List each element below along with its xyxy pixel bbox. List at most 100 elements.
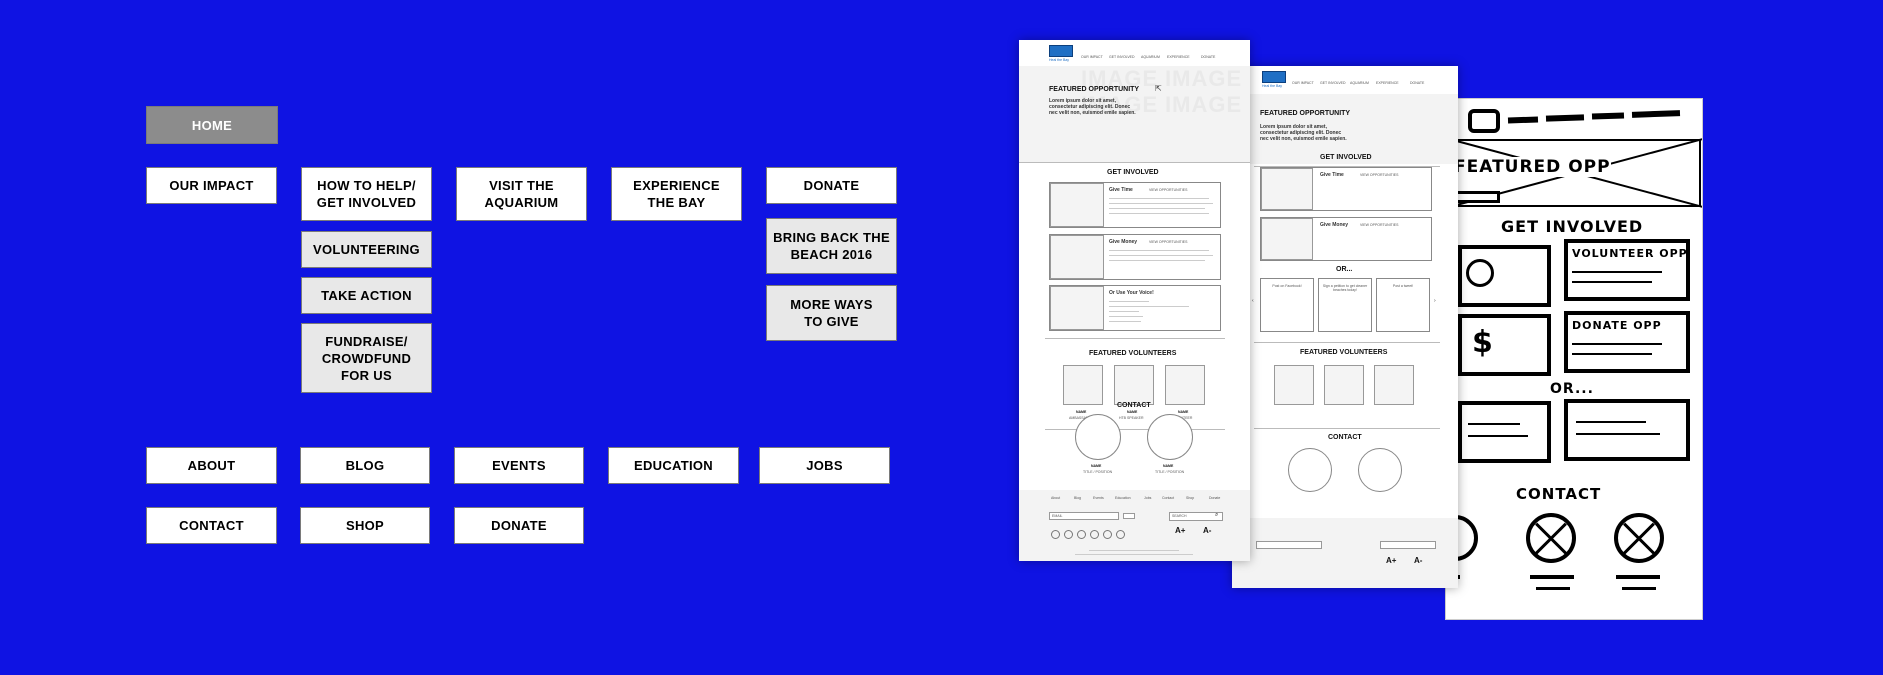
- email-input[interactable]: [1049, 512, 1119, 520]
- nav-item[interactable]: AQUARIUM: [1350, 81, 1369, 85]
- sitemap-contact[interactable]: CONTACT: [146, 507, 277, 544]
- text-line: [1109, 213, 1209, 214]
- nav-item[interactable]: EXPERIENCE: [1376, 81, 1399, 85]
- featured-volunteers-heading: FEATURED VOLUNTEERS: [1089, 350, 1177, 357]
- sitemap-home[interactable]: HOME: [146, 106, 278, 144]
- footer: [1232, 518, 1458, 588]
- social-icon[interactable]: [1051, 530, 1060, 539]
- sitemap-experience-bay[interactable]: EXPERIENCE THE BAY: [611, 167, 742, 221]
- logo-caption: Heal the Bay: [1049, 58, 1070, 62]
- email-submit-button[interactable]: [1123, 513, 1135, 519]
- sketch-nav-dash: [1507, 116, 1539, 124]
- nav-item[interactable]: GET INVOLVED: [1320, 81, 1346, 85]
- footer-link[interactable]: About: [1051, 496, 1061, 500]
- nav-item[interactable]: DONATE: [1410, 81, 1425, 85]
- text-line: [1109, 316, 1143, 317]
- sitemap-about[interactable]: ABOUT: [146, 447, 277, 484]
- get-involved-heading: GET INVOLVED: [1107, 169, 1159, 176]
- footer-link[interactable]: Jobs: [1144, 496, 1152, 500]
- text-line: [1109, 321, 1141, 322]
- divider: [1254, 342, 1440, 343]
- text-line: [1109, 208, 1205, 209]
- carousel-next-icon[interactable]: ›: [1434, 298, 1436, 304]
- card-title: Give Money: [1320, 222, 1349, 228]
- card-image: [1050, 286, 1104, 330]
- sketch-wireframe: FEATURED OPP GET INVOLVED VOLUNTEER OPP …: [1445, 98, 1703, 620]
- contact-role: TITLE / POSITION: [1155, 470, 1185, 474]
- font-increase-button[interactable]: A+: [1386, 556, 1397, 565]
- search-icon[interactable]: ⌕: [1215, 512, 1219, 518]
- social-icon[interactable]: [1064, 530, 1073, 539]
- footer-link[interactable]: Events: [1093, 496, 1104, 500]
- volunteer-photo: [1063, 365, 1103, 405]
- volunteer-photo: [1324, 365, 1364, 405]
- action-card-facebook[interactable]: [1260, 278, 1314, 332]
- sitemap-fundraise[interactable]: FUNDRAISE/ CROWDFUND FOR US: [301, 323, 432, 393]
- sketch-or: OR...: [1550, 381, 1594, 397]
- sketch-nav-dash: [1631, 110, 1681, 118]
- clock-icon: [1466, 259, 1494, 287]
- share-icon[interactable]: ⇱: [1155, 84, 1162, 93]
- sitemap-jobs[interactable]: JOBS: [759, 447, 890, 484]
- sketch-contact-circle: [1526, 513, 1576, 563]
- social-icon[interactable]: [1077, 530, 1086, 539]
- nav-item[interactable]: AQUARIUM: [1141, 55, 1160, 59]
- font-decrease-button[interactable]: A-: [1414, 556, 1423, 565]
- nav-item[interactable]: OUR IMPACT: [1292, 81, 1314, 85]
- hero-image-placeholder: IMAGE: [1081, 66, 1159, 91]
- sketch-line: [1468, 423, 1520, 425]
- nav-item[interactable]: EXPERIENCE: [1167, 55, 1190, 59]
- sitemap-donate[interactable]: DONATE: [766, 167, 897, 204]
- footer-link[interactable]: Donate: [1209, 496, 1221, 500]
- sitemap-how-to-help[interactable]: HOW TO HELP/ GET INVOLVED: [301, 167, 432, 221]
- sketch-line: [1530, 575, 1574, 579]
- contact-heading: CONTACT: [1117, 402, 1151, 409]
- sitemap-blog[interactable]: BLOG: [300, 447, 430, 484]
- font-decrease-button[interactable]: A-: [1203, 526, 1212, 535]
- email-input[interactable]: [1256, 541, 1322, 549]
- card-link[interactable]: VIEW OPPORTUNITIES: [1149, 188, 1188, 192]
- card-link[interactable]: VIEW OPPORTUNITIES: [1149, 240, 1188, 244]
- contact-role: TITLE / POSITION: [1083, 470, 1113, 474]
- action-card-tweet[interactable]: [1376, 278, 1430, 332]
- footer-link[interactable]: Shop: [1186, 496, 1195, 500]
- wireframe-mobile-variant: Heal the Bay OUR IMPACT GET INVOLVED AQU…: [1232, 66, 1458, 588]
- divider: [1045, 338, 1225, 339]
- text-line: [1109, 306, 1189, 307]
- sketch-contact-circle: [1614, 513, 1664, 563]
- social-icon[interactable]: [1116, 530, 1125, 539]
- font-increase-button[interactable]: A+: [1175, 526, 1186, 535]
- footer-link[interactable]: Blog: [1074, 496, 1082, 500]
- search-input[interactable]: [1380, 541, 1436, 549]
- carousel-prev-icon[interactable]: ‹: [1252, 298, 1254, 304]
- card-image: [1050, 183, 1104, 227]
- text-line: [1109, 198, 1209, 199]
- sitemap-take-action[interactable]: TAKE ACTION: [301, 277, 432, 314]
- footer-link[interactable]: Education: [1115, 496, 1131, 500]
- featured-text: Lorem ipsum dolor sit amet, consectetur …: [1260, 124, 1347, 142]
- footer-link[interactable]: Contact: [1162, 496, 1175, 500]
- sitemap-events[interactable]: EVENTS: [454, 447, 584, 484]
- nav-item[interactable]: GET INVOLVED: [1109, 55, 1135, 59]
- sitemap-bring-back-beach[interactable]: BRING BACK THE BEACH 2016: [766, 218, 897, 274]
- social-icon[interactable]: [1103, 530, 1112, 539]
- contact-photo: [1288, 448, 1332, 492]
- sitemap-our-impact[interactable]: OUR IMPACT: [146, 167, 277, 204]
- sketch-line: [1468, 435, 1528, 437]
- sitemap-donate-utility[interactable]: DONATE: [454, 507, 584, 544]
- card-link[interactable]: VIEW OPPORTUNITIES: [1360, 173, 1399, 177]
- sitemap-visit-aquarium[interactable]: VISIT THE AQUARIUM: [456, 167, 587, 221]
- sitemap-volunteering[interactable]: VOLUNTEERING: [301, 231, 432, 268]
- sitemap-more-ways-to-give[interactable]: MORE WAYS TO GIVE: [766, 285, 897, 341]
- sitemap-education[interactable]: EDUCATION: [608, 447, 739, 484]
- card-link[interactable]: VIEW OPPORTUNITIES: [1360, 223, 1399, 227]
- hero-image-placeholder: IMAGE: [1165, 92, 1243, 117]
- sketch-featured-button: [1454, 191, 1500, 203]
- search-input[interactable]: [1169, 512, 1223, 521]
- sitemap-shop[interactable]: SHOP: [300, 507, 430, 544]
- social-icon[interactable]: [1090, 530, 1099, 539]
- nav-item[interactable]: OUR IMPACT: [1081, 55, 1103, 59]
- card-image: [1261, 218, 1313, 260]
- action-card-petition[interactable]: [1318, 278, 1372, 332]
- nav-item[interactable]: DONATE: [1201, 55, 1216, 59]
